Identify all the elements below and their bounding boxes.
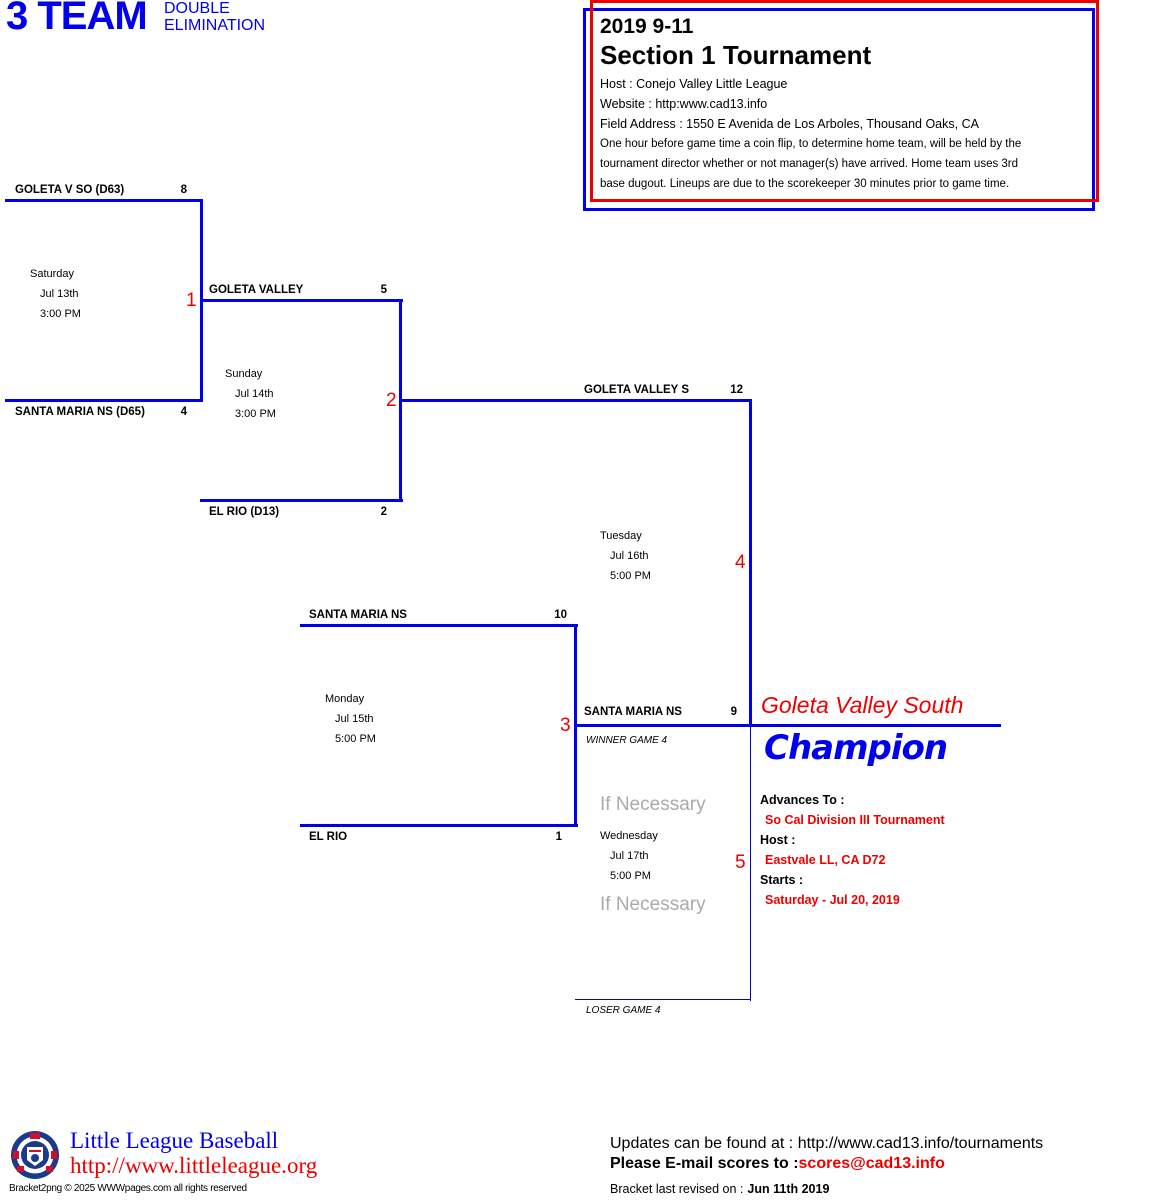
copyright-notice: Bracket2png © 2025 WWWpages.com all righ… [9,1183,247,1194]
game-3-bottom-line [300,824,578,827]
next-host-label: Host : [760,833,796,847]
game-5-time: 5:00 PM [610,870,651,882]
game-4-top-score: 12 [730,384,743,396]
little-league-name: Little League Baseball [70,1128,279,1153]
little-league-logo-icon [10,1130,60,1180]
game-2-number: 2 [386,390,397,411]
game-5-bottom-line [575,999,751,1000]
game-1-bottom-score: 4 [180,406,187,418]
game-4-number: 4 [735,552,746,573]
game-3-schedule: Monday Jul 15th 5:00 PM [325,689,376,749]
starts-value: Saturday - Jul 20, 2019 [765,893,900,907]
game-5-date: Jul 17th [610,850,649,862]
game-3-top-score: 10 [554,609,567,621]
game-1-schedule: Saturday Jul 13th 3:00 PM [30,264,81,324]
game-3-time: 5:00 PM [335,733,376,745]
game-4-connector [749,399,752,727]
email-prefix: Please E-mail scores to : [610,1155,799,1172]
little-league-url-link[interactable]: http://www.littleleague.org [70,1153,318,1178]
game-4-top-team: GOLETA VALLEY S [584,384,689,396]
game-2-time: 3:00 PM [235,408,276,420]
bracket-format: DOUBLE ELIMINATION [164,0,265,34]
game-2-bottom-team: EL RIO (D13) [209,506,280,518]
game-3-date: Jul 15th [335,713,374,725]
game-1-top-score: 8 [180,184,187,196]
if-necessary-label-bottom: If Necessary [600,894,706,915]
info-box-inner-border [590,0,1099,202]
format-line-1: DOUBLE [164,0,230,17]
champion-team: Goleta Valley South [761,692,964,718]
game-4-time: 5:00 PM [610,570,651,582]
advances-to-value: So Cal Division III Tournament [765,813,945,827]
champion-label: Champion [764,728,948,768]
bracket-type-title: 3 TEAM [6,0,148,38]
year-division: 2019 9-11 [600,15,694,38]
game-1-time: 3:00 PM [40,308,81,320]
starts-label: Starts : [760,873,804,887]
game-5-day: Wednesday [600,830,658,842]
game-3-bottom-score: 1 [555,831,562,843]
advances-to-label: Advances To : [760,793,845,807]
game-4-bottom-team: SANTA MARIA NS [584,706,682,718]
game-3-day: Monday [325,693,365,705]
game-4-schedule: Tuesday Jul 16th 5:00 PM [600,526,651,586]
game-4-top-line [400,399,752,402]
champion-line [750,724,1001,727]
format-line-2: ELIMINATION [164,17,266,34]
game-1-top-team: GOLETA V SO (D63) [15,184,125,196]
game-1-top-line [5,199,203,202]
tournament-name: Section 1 Tournament [600,40,872,70]
scores-email-link[interactable]: scores@cad13.info [798,1155,945,1172]
rules-note-line-1: One hour before game time a coin flip, t… [600,138,1022,150]
game-5-top-label: WINNER GAME 4 [586,735,668,746]
game-5-schedule: Wednesday Jul 17th 5:00 PM [600,826,658,886]
email-scores-line: Please E-mail scores to :scores@cad13.in… [610,1155,945,1173]
game-3-top-line [300,624,578,627]
game-1-day: Saturday [30,268,75,280]
next-host-value: Eastvale LL, CA D72 [765,853,886,867]
game-4-date: Jul 16th [610,550,649,562]
tournament-host: Host : Conejo Valley Little League [600,77,788,91]
last-revised: Bracket last revised on :Jun 11th 2019 [610,1182,829,1196]
game-2-day: Sunday [225,368,263,380]
game-4-bottom-line [575,724,752,727]
game-5-connector [750,726,751,1001]
game-2-schedule: Sunday Jul 14th 3:00 PM [225,364,276,424]
rules-note-line-2: tournament director whether or not manag… [600,158,1019,170]
revised-label: Bracket last revised on : [610,1182,744,1196]
game-5-bottom-label: LOSER GAME 4 [586,1005,661,1016]
field-address: Field Address : 1550 E Avenida de Los Ar… [600,117,979,131]
game-2-top-score: 5 [380,284,387,296]
game-4-bottom-score: 9 [730,706,737,718]
revised-date: Jun 11th 2019 [747,1182,830,1196]
game-2-bottom-score: 2 [380,506,387,518]
game-4-day: Tuesday [600,530,642,542]
info-box-outer-border [583,8,1095,211]
tournament-info: 2019 9-11 Section 1 Tournament Host : Co… [600,14,1090,194]
game-5-number: 5 [735,852,746,873]
game-1-bottom-line [5,399,203,402]
game-3-top-team: SANTA MARIA NS [309,609,407,621]
rules-note-line-3: base dugout. Lineups are due to the scor… [600,178,1010,190]
game-2-top-line [200,299,403,302]
game-1-date: Jul 13th [40,288,79,300]
game-2-date: Jul 14th [235,388,274,400]
game-3-bottom-team: EL RIO [309,831,348,843]
game-1-number: 1 [186,290,197,311]
game-2-top-team: GOLETA VALLEY [209,284,304,296]
game-3-number: 3 [560,715,571,736]
game-1-bottom-team: SANTA MARIA NS (D65) [15,406,145,418]
if-necessary-label-top: If Necessary [600,794,706,815]
updates-url[interactable]: Updates can be found at : http://www.cad… [610,1135,1044,1152]
game-2-bottom-line [200,499,403,502]
tournament-website[interactable]: Website : http:www.cad13.info [600,97,768,111]
